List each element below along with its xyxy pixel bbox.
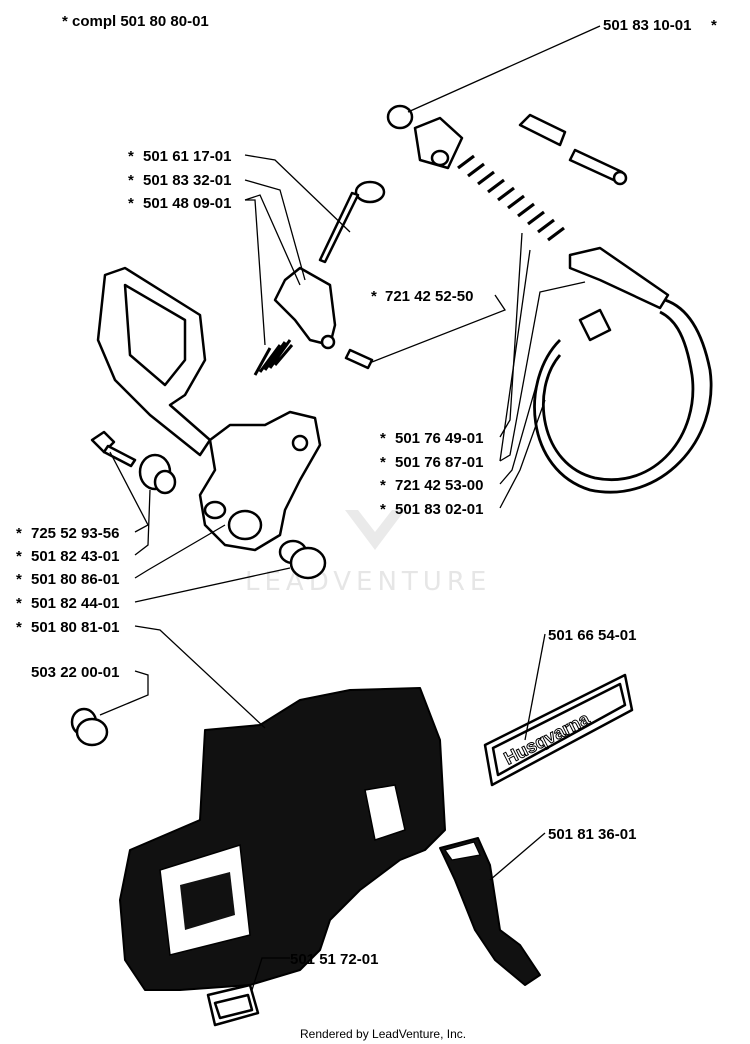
nut-part xyxy=(70,707,109,747)
star-marker: * xyxy=(711,17,717,34)
label-501-66-54-01: 501 66 54-01 xyxy=(548,627,636,644)
plate-part xyxy=(439,837,541,986)
leader-lines xyxy=(99,25,601,991)
roll-pin-part xyxy=(344,348,374,370)
label-501-83-02-01: 501 83 02-01 xyxy=(395,501,483,518)
lever-part xyxy=(273,266,337,350)
label-501-76-49-01: 501 76 49-01 xyxy=(395,430,483,447)
star-marker: * xyxy=(16,525,22,542)
label-501-81-36-01: 501 81 36-01 xyxy=(548,826,636,843)
label-721-42-53-00: 721 42 53-00 xyxy=(395,477,483,494)
label-501-61-17-01: 501 61 17-01 xyxy=(143,148,231,165)
label-501-83-32-01: 501 83 32-01 xyxy=(143,172,231,189)
label-501-76-87-01: 501 76 87-01 xyxy=(395,454,483,471)
star-marker: * xyxy=(128,148,134,165)
brake-spring-assembly xyxy=(386,104,628,242)
star-marker: * xyxy=(16,595,22,612)
label-725-52-93-56: 725 52 93-56 xyxy=(31,525,119,542)
label-501-51-72-01: 501 51 72-01 xyxy=(290,951,378,968)
pin-part xyxy=(318,180,386,264)
brake-handle-part xyxy=(96,266,322,552)
label-501-48-09-01: 501 48 09-01 xyxy=(143,195,231,212)
small-spring-part xyxy=(253,339,294,376)
bushing-part xyxy=(138,453,177,495)
watermark: LEADVENTURE xyxy=(245,510,491,597)
star-marker: * xyxy=(380,454,386,471)
watermark-text: LEADVENTURE xyxy=(245,567,491,597)
label-501-83-10-01: 501 83 10-01 xyxy=(603,17,691,34)
star-marker: * xyxy=(371,288,377,305)
cap-part xyxy=(206,983,260,1027)
label-501-80-86-01: 501 80 86-01 xyxy=(31,571,119,588)
watermark-logo-icon xyxy=(345,510,405,550)
label-501-82-43-01: 501 82 43-01 xyxy=(31,548,119,565)
star-marker: * xyxy=(380,501,386,518)
star-marker: * xyxy=(16,571,22,588)
husqvarna-decal-part: Husqvarna xyxy=(483,673,634,787)
star-marker: * xyxy=(380,430,386,447)
label-501-80-81-01: 501 80 81-01 xyxy=(31,619,119,636)
label-503-22-00-01: 503 22 00-01 xyxy=(31,664,119,681)
star-marker: * xyxy=(380,477,386,494)
clutch-cover-part xyxy=(119,687,446,991)
label-501-82-44-01: 501 82 44-01 xyxy=(31,595,119,612)
part-labels: 501 83 10-01 * * 501 61 17-01 * 501 83 3… xyxy=(16,17,717,968)
assembly-title: * compl 501 80 80-01 xyxy=(62,13,209,30)
star-marker: * xyxy=(16,548,22,565)
footer-credit: Rendered by LeadVenture, Inc. xyxy=(300,1027,466,1041)
star-marker: * xyxy=(128,172,134,189)
brake-band-part xyxy=(533,246,713,494)
washer-part xyxy=(278,539,327,580)
star-marker: * xyxy=(16,619,22,636)
bolt-part xyxy=(90,430,137,468)
star-marker: * xyxy=(128,195,134,212)
label-721-42-52-50: 721 42 52-50 xyxy=(385,288,473,305)
